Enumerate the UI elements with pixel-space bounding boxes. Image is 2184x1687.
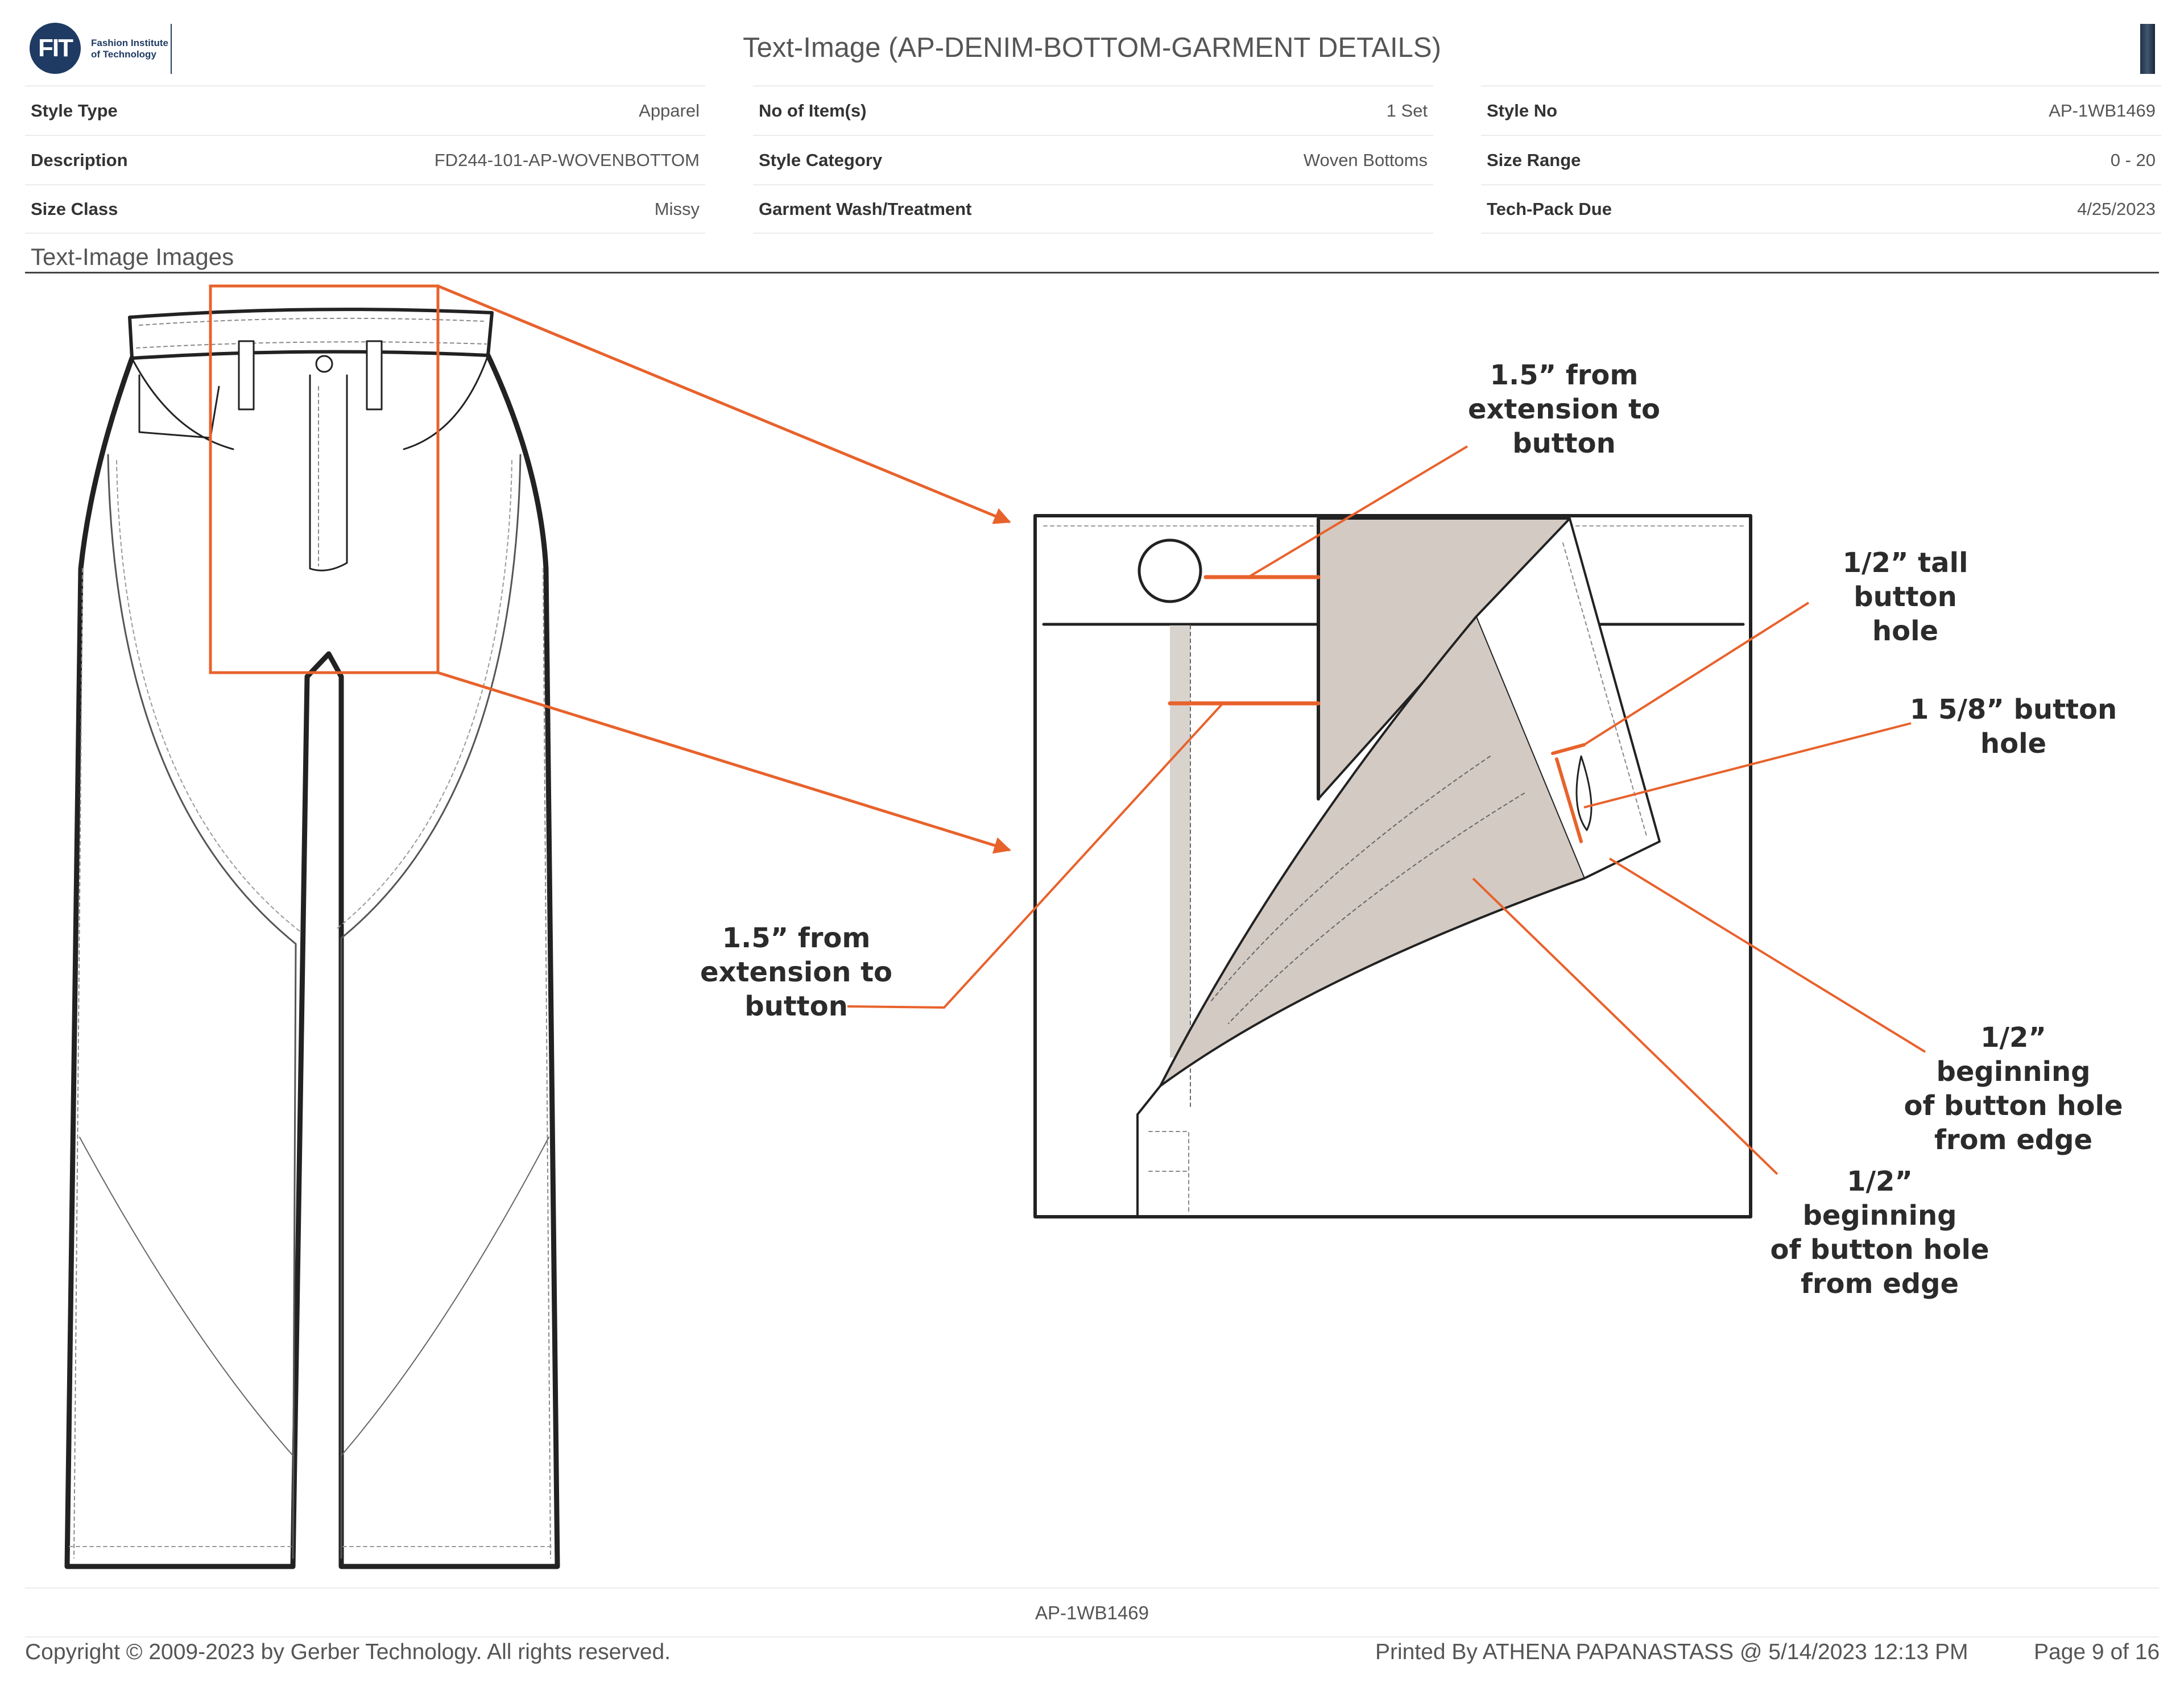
info-row-style-type: Style Type Apparel [25,85,705,135]
logo-divider [171,24,172,74]
info-row-style-category: Style Category Woven Bottoms [753,135,1433,184]
info-row-style-no: Style No AP-1WB1469 [1481,85,2161,135]
callout-button-hole-length-text: 1 5/8” button hole [1909,694,2117,760]
info-label: Description [31,150,128,170]
fit-logo-text: Fashion Institute of Technology [91,38,171,60]
callout-tall-button-hole: 1/2” tall button hole [1843,547,1968,647]
page-title: Text-Image (AP-DENIM-BOTTOM-GARMENT DETA… [743,32,1441,63]
fit-logo-mark: FIT [30,23,81,74]
info-row-no-of-items: No of Item(s) 1 Set [753,85,1433,135]
zoom-arrow-bottom [437,671,1011,854]
info-label: Style No [1487,100,1558,121]
callout-beginning-lower-text: 1/2” beginning of button hole from edge [1770,1166,1989,1300]
callout-button-hole-length: 1 5/8” button hole [1909,694,2117,760]
printed-by: Printed By ATHENA PAPANASTASS @ 5/14/202… [1375,1640,1968,1664]
info-value: 0 - 20 [2110,150,2156,170]
section-divider [25,272,2159,273]
info-label: Garment Wash/Treatment [759,198,972,219]
info-value: Missy [654,198,700,219]
garment-drawing-svg: 1.5” from extension to button 1.5” from … [64,284,2123,1569]
info-label: Tech-Pack Due [1487,198,1612,219]
fly-detail-view [1033,514,1752,1218]
callout-left-extension-text: 1.5” from extension to button [700,922,892,1022]
info-row-description: Description FD244-101-AP-WOVENBOTTOM [25,135,705,184]
info-row-garment-wash: Garment Wash/Treatment [753,184,1433,234]
info-row-size-range: Size Range 0 - 20 [1481,135,2161,184]
callout-beginning-right: 1/2” beginning of button hole from edge [1904,1022,2123,1156]
zoom-arrow-top [437,284,1011,524]
footer-divider-bottom [25,1636,2159,1638]
info-row-tech-pack-due: Tech-Pack Due 4/25/2023 [1481,184,2161,234]
garment-detail-illustration: 1.5” from extension to button 1.5” from … [25,284,2159,1581]
info-value: Woven Bottoms [1303,150,1428,170]
copyright-notice: Copyright © 2009-2023 by Gerber Technolo… [25,1640,671,1664]
info-row-size-class: Size Class Missy [25,184,705,234]
info-label: Style Type [31,100,118,121]
info-value: AP-1WB1469 [2049,100,2156,121]
info-label: Size Range [1487,150,1581,170]
info-value: 4/25/2023 [2077,198,2156,219]
zoom-region-box [209,284,440,674]
info-column-3: Style No AP-1WB1469 Size Range 0 - 20 Te… [1481,85,2161,234]
denim-swatch-thumbnail [2140,24,2155,74]
logo-text-line2: of Technology [91,49,156,60]
callout-top-extension-text: 1.5” from extension to button [1468,359,1660,459]
info-value: Apparel [639,100,700,121]
info-column-2: No of Item(s) 1 Set Style Category Woven… [753,85,1433,234]
callout-tall-button-hole-text: 1/2” tall button hole [1842,547,1968,647]
callout-leader-lines [847,445,1926,1175]
info-label: No of Item(s) [759,100,867,121]
jeans-flat-sketch [64,308,560,1569]
page-number: Page 9 of 16 [2034,1640,2160,1664]
footer-divider-top [25,1587,2159,1589]
logo-text-line1: Fashion Institute [91,38,168,48]
callout-beginning-right-text: 1/2” beginning of button hole from edge [1904,1022,2123,1156]
info-value: 1 Set [1386,100,1428,121]
callout-left-extension: 1.5” from extension to button [700,922,892,1022]
callout-top-extension: 1.5” from extension to button [1468,359,1660,459]
info-column-1: Style Type Apparel Description FD244-101… [25,85,705,234]
info-label: Style Category [759,150,883,170]
callout-beginning-lower: 1/2” beginning of button hole from edge [1770,1166,1989,1300]
section-title: Text-Image Images [31,243,234,270]
info-label: Size Class [31,198,118,219]
info-value: FD244-101-AP-WOVENBOTTOM [434,150,700,170]
footer-style-number: AP-1WB1469 [1035,1602,1149,1623]
